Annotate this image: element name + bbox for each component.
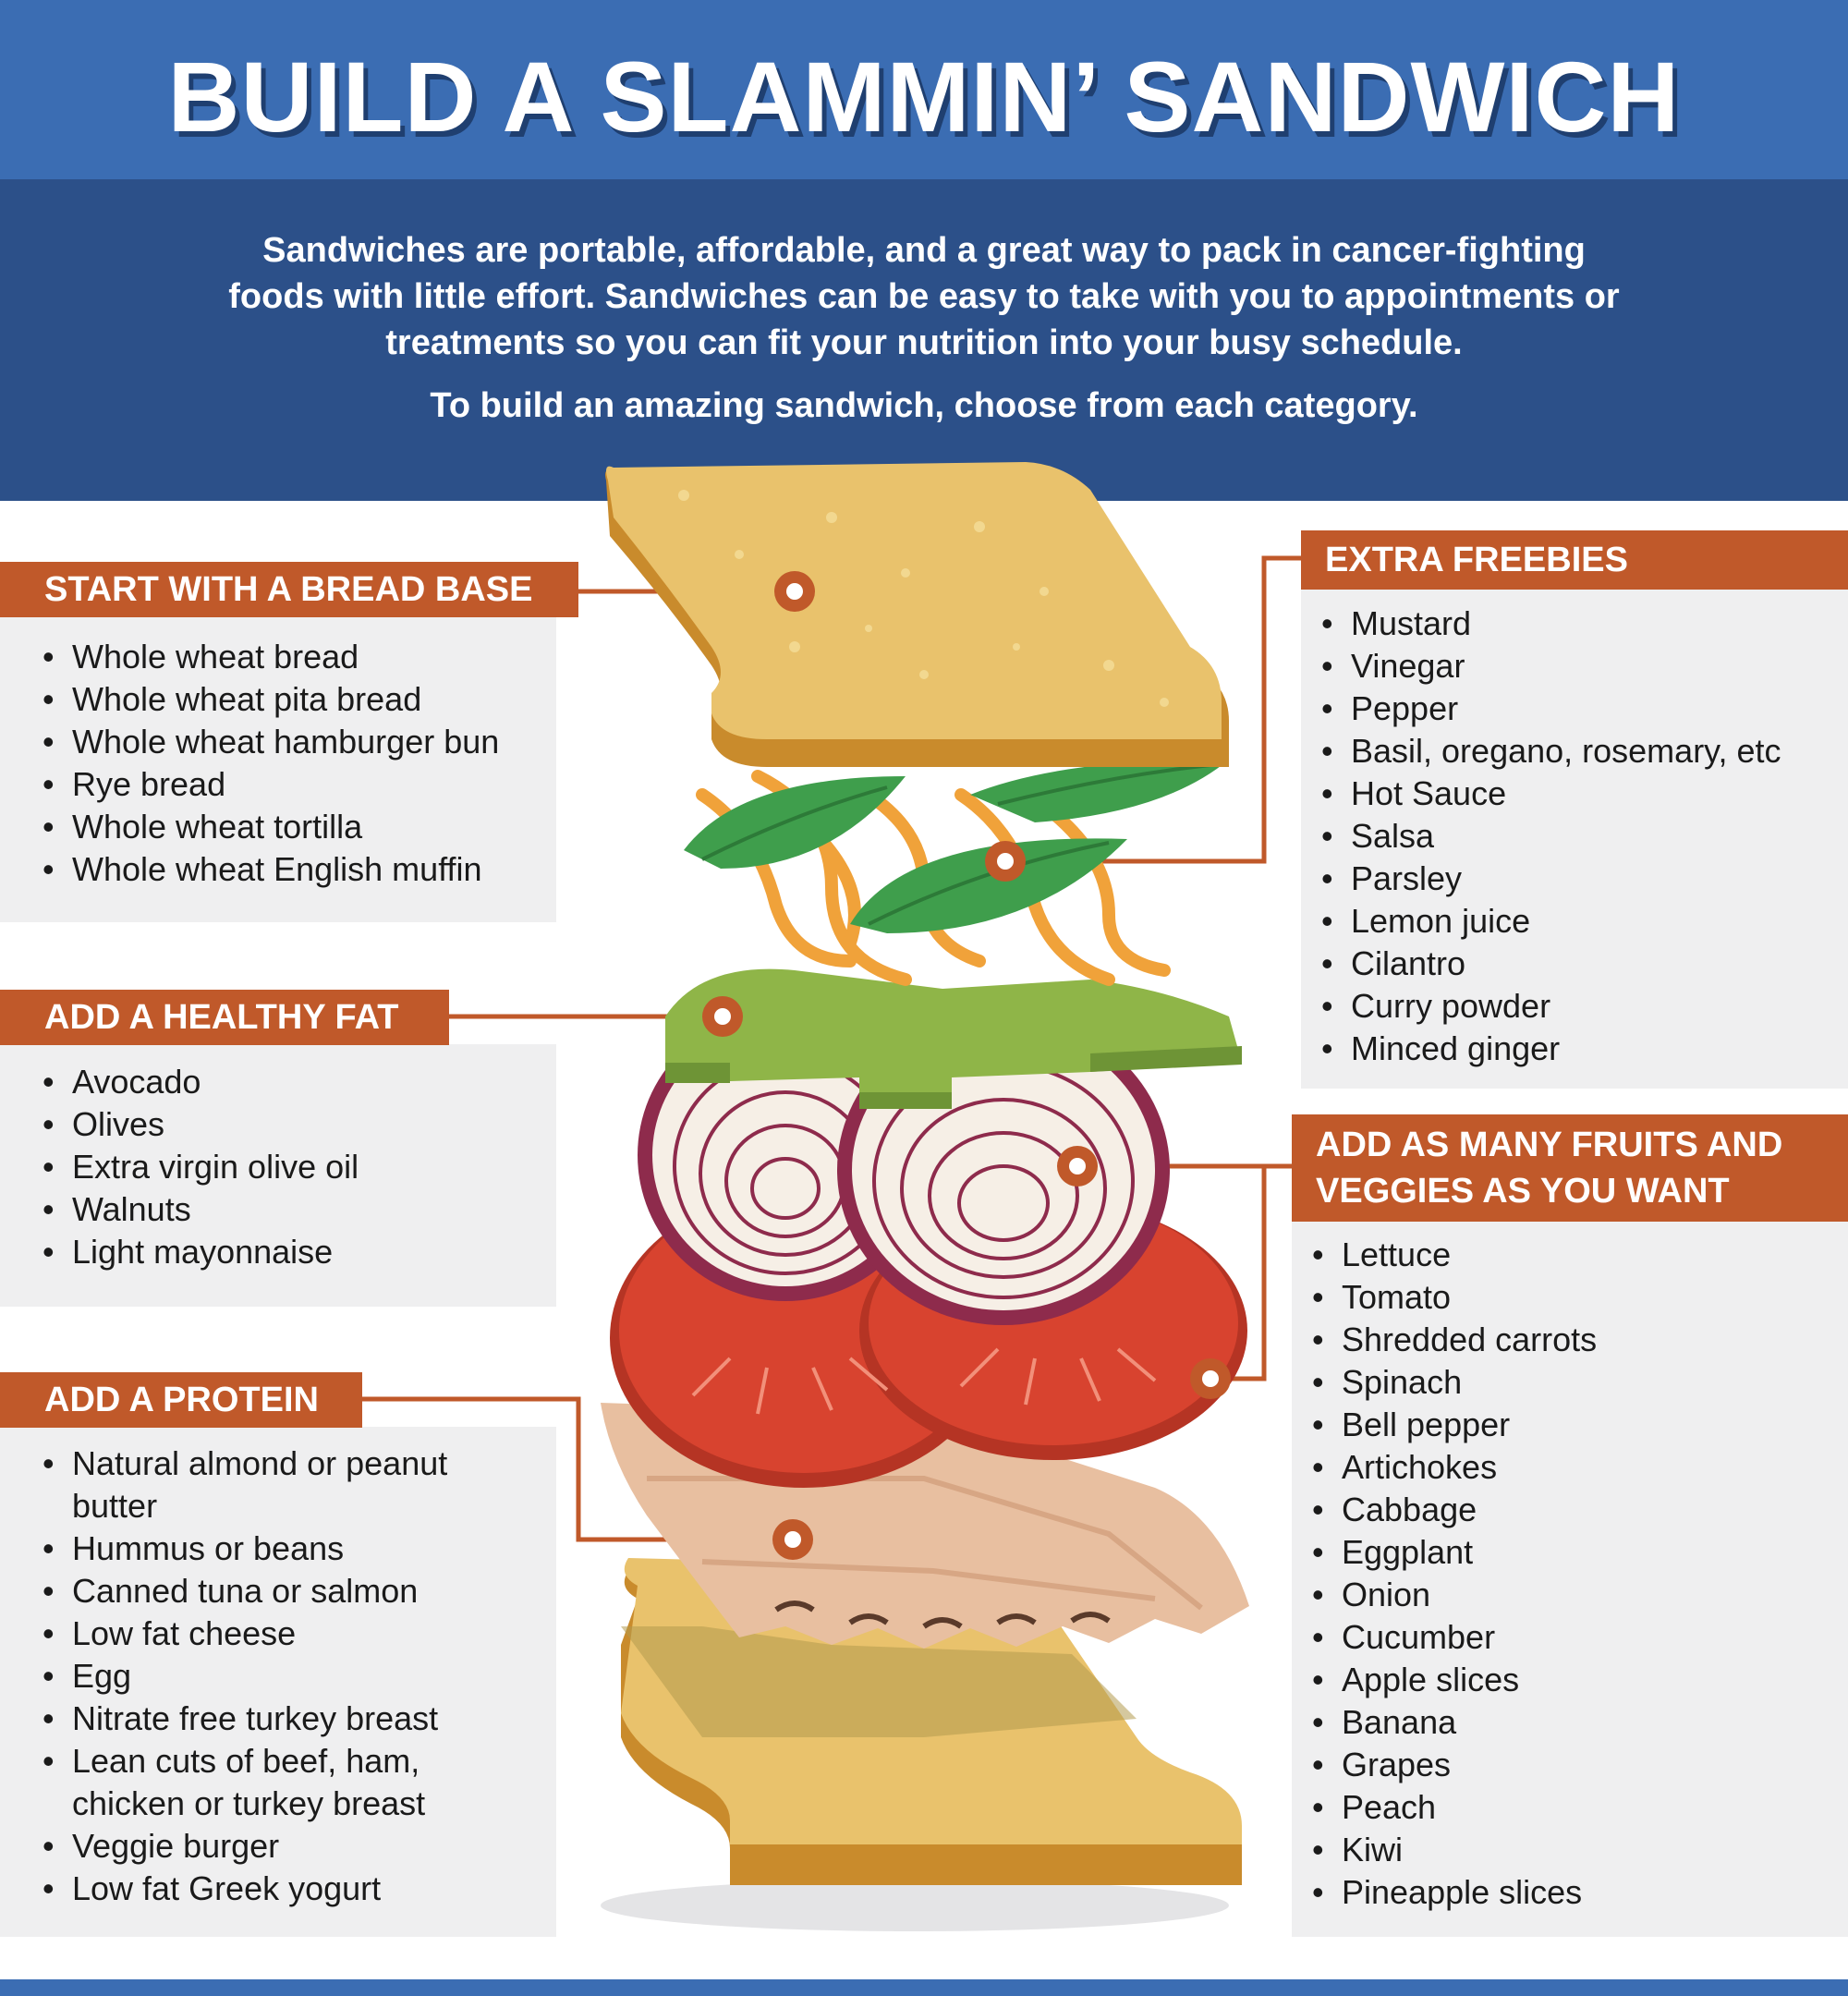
fat-list: Avocado Olives Extra virgin olive oil Wa… xyxy=(43,1061,541,1273)
bread-shadow xyxy=(601,1880,1229,1931)
list-item: Basil, oregano, rosemary, etc xyxy=(1321,730,1839,773)
list-item: Extra virgin olive oil xyxy=(43,1146,541,1188)
list-item: Whole wheat pita bread xyxy=(43,678,541,721)
list-item: Avocado xyxy=(43,1061,541,1103)
list-item: Artichokes xyxy=(1312,1446,1830,1489)
list-item: Lemon juice xyxy=(1321,900,1839,943)
list-item: Peach xyxy=(1312,1786,1830,1829)
list-item: Whole wheat tortilla xyxy=(43,806,541,848)
list-item: Low fat Greek yogurt xyxy=(43,1868,523,1910)
freebies-list: Mustard Vinegar Pepper Basil, oregano, r… xyxy=(1321,602,1839,1070)
list-item: Rye bread xyxy=(43,763,541,806)
connector-produce xyxy=(1210,1163,1292,1381)
bottom-bread xyxy=(621,1558,1242,1885)
produce-label: ADD AS MANY FRUITS AND VEGGIES AS YOU WA… xyxy=(1292,1114,1848,1222)
list-item: Whole wheat hamburger bun xyxy=(43,721,541,763)
connector-dots xyxy=(702,571,1231,1560)
bread-speckles xyxy=(678,490,1169,707)
list-item: Canned tuna or salmon xyxy=(43,1570,523,1613)
list-item: Spinach xyxy=(1312,1361,1830,1404)
list-item: Olives xyxy=(43,1103,541,1146)
protein-label: ADD A PROTEIN xyxy=(0,1372,362,1428)
intro-section: Sandwiches are portable, affordable, and… xyxy=(0,179,1848,501)
header-banner: BUILD A SLAMMIN’ SANDWICH xyxy=(0,0,1848,179)
list-item: Shredded carrots xyxy=(1312,1319,1830,1361)
produce-label-line1: ADD AS MANY FRUITS AND xyxy=(1316,1126,1783,1164)
list-item: Onion xyxy=(1312,1574,1830,1616)
list-item: Salsa xyxy=(1321,815,1839,858)
list-item: Minced ginger xyxy=(1321,1028,1839,1070)
list-item: Cilantro xyxy=(1321,943,1839,985)
avocado-slices xyxy=(665,968,1242,1109)
list-item: Whole wheat bread xyxy=(43,636,541,678)
footer-bar xyxy=(0,1979,1848,1996)
spinach-leaves xyxy=(684,759,1229,933)
list-item: Apple slices xyxy=(1312,1659,1830,1701)
produce-list: Lettuce Tomato Shredded carrots Spinach … xyxy=(1312,1234,1830,1914)
list-item: Kiwi xyxy=(1312,1829,1830,1871)
list-item: Natural almond or peanut butter xyxy=(43,1442,523,1527)
list-item: Banana xyxy=(1312,1701,1830,1744)
page-title: BUILD A SLAMMIN’ SANDWICH xyxy=(167,41,1681,152)
list-item: Veggie burger xyxy=(43,1825,523,1868)
list-item: Nitrate free turkey breast xyxy=(43,1698,523,1740)
list-item: Mustard xyxy=(1321,602,1839,645)
list-item: Curry powder xyxy=(1321,985,1839,1028)
list-item: Hot Sauce xyxy=(1321,773,1839,815)
list-item: Eggplant xyxy=(1312,1531,1830,1574)
list-item: Hummus or beans xyxy=(43,1527,523,1570)
protein-list: Natural almond or peanut butter Hummus o… xyxy=(43,1442,523,1910)
list-item: Lean cuts of beef, ham, chicken or turke… xyxy=(43,1740,523,1825)
bread-list: Whole wheat bread Whole wheat pita bread… xyxy=(43,636,541,891)
list-item: Light mayonnaise xyxy=(43,1231,541,1273)
list-item: Cucumber xyxy=(1312,1616,1830,1659)
list-item: Parsley xyxy=(1321,858,1839,900)
intro-instruction: To build an amazing sandwich, choose fro… xyxy=(430,386,1418,425)
freebies-label: EXTRA FREEBIES xyxy=(1301,530,1848,590)
list-item: Vinegar xyxy=(1321,645,1839,688)
list-item: Whole wheat English muffin xyxy=(43,848,541,891)
list-item: Lettuce xyxy=(1312,1234,1830,1276)
intro-text: Sandwiches are portable, affordable, and… xyxy=(228,231,1620,362)
produce-label-line2: VEGGIES AS YOU WANT xyxy=(1316,1172,1730,1211)
list-item: Grapes xyxy=(1312,1744,1830,1786)
list-item: Bell pepper xyxy=(1312,1404,1830,1446)
list-item: Cabbage xyxy=(1312,1489,1830,1531)
top-bread xyxy=(605,462,1229,767)
fat-label: ADD A HEALTHY FAT xyxy=(0,990,449,1045)
list-item: Pineapple slices xyxy=(1312,1871,1830,1914)
list-item: Pepper xyxy=(1321,688,1839,730)
list-item: Egg xyxy=(43,1655,523,1698)
list-item: Walnuts xyxy=(43,1188,541,1231)
bread-label: START WITH A BREAD BASE xyxy=(0,562,578,617)
connector-freebies xyxy=(1005,555,1301,864)
list-item: Tomato xyxy=(1312,1276,1830,1319)
list-item: Low fat cheese xyxy=(43,1613,523,1655)
